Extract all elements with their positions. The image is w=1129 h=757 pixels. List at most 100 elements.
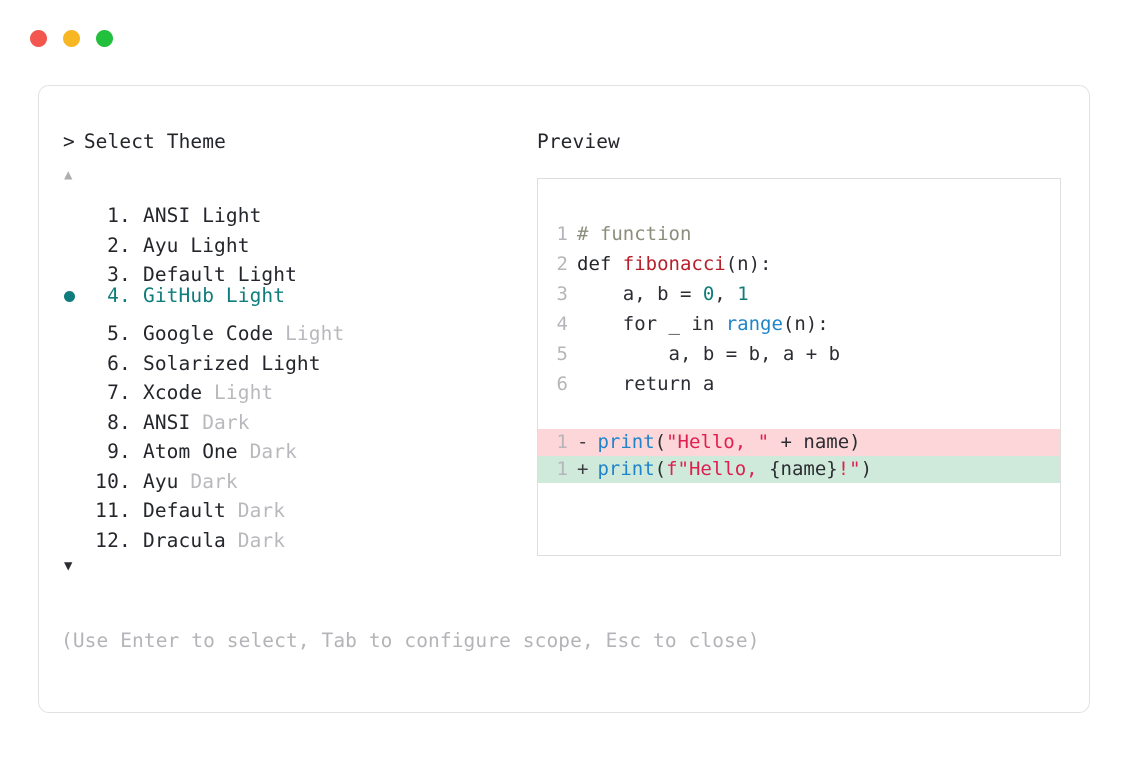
theme-item-variant: Light — [237, 263, 297, 286]
theme-item-variant: Light — [190, 233, 250, 257]
theme-list-item[interactable]: 6.Solarized Light — [63, 340, 533, 375]
theme-item-name: GitHub — [143, 284, 226, 307]
bullet-placeholder — [63, 429, 89, 459]
theme-item-index: 9. — [107, 440, 131, 463]
theme-list-item[interactable]: 11.Default Dark — [63, 488, 533, 522]
code-line-text: return a — [577, 369, 1060, 399]
minimize-window-dot[interactable] — [63, 30, 80, 47]
prompt-caret-icon: > — [63, 130, 75, 153]
prompt-title-text: Select Theme — [83, 130, 226, 153]
bullet-placeholder — [63, 458, 89, 488]
theme-item-name: ANSI — [143, 410, 203, 434]
theme-item-variant: Dark — [202, 410, 250, 434]
theme-item-index: 2. — [107, 233, 131, 257]
diff-line-text: print(f"Hello, {name}!") — [597, 454, 1060, 484]
code-line: 6 return a — [538, 369, 1060, 399]
code-line: 4 for _ in range(n): — [538, 309, 1060, 339]
code-token: !" — [837, 458, 861, 480]
theme-item-index: 4. — [107, 284, 131, 307]
scroll-down-arrow-icon[interactable]: ▼ — [64, 557, 73, 574]
keyboard-hint-text: (Use Enter to select, Tab to configure s… — [61, 629, 760, 652]
maximize-window-dot[interactable] — [96, 30, 113, 47]
bullet-placeholder — [63, 488, 89, 518]
theme-list-item[interactable]: 10. Ayu Dark — [63, 458, 533, 493]
code-line: 1# function — [538, 219, 1060, 249]
page-title: > Select Theme — [63, 132, 533, 152]
code-token: "Hello, " — [666, 431, 770, 453]
theme-item-index: 10. — [95, 469, 131, 493]
code-token: def — [577, 252, 623, 275]
theme-list-item[interactable]: 9. Atom One Dark — [63, 429, 533, 463]
theme-list-item[interactable]: 12.Dracula Dark — [63, 517, 533, 552]
bullet-placeholder — [63, 370, 89, 400]
scroll-up-arrow-icon[interactable]: ▲ — [64, 166, 73, 183]
theme-item-variant: Light — [202, 204, 262, 227]
theme-item-index: 5. — [107, 322, 131, 345]
theme-list-item[interactable]: 8. ANSI Dark — [63, 399, 533, 434]
bullet-placeholder — [63, 517, 89, 547]
theme-list-item[interactable]: 5.Google Code Light — [63, 311, 533, 345]
theme-item-index: 1. — [107, 204, 131, 227]
selected-bullet-icon — [63, 282, 89, 312]
code-line: 2 def fibonacci(n): — [538, 249, 1060, 279]
bullet-placeholder — [63, 252, 89, 282]
code-token: range — [725, 312, 783, 335]
code-token: (n): — [782, 312, 829, 335]
theme-item-name: Ayu — [143, 469, 191, 493]
code-token: ( — [654, 431, 667, 453]
theme-list-item[interactable]: 1.ANSI Light — [63, 193, 533, 227]
code-token: return a — [577, 372, 715, 395]
code-token: + name) — [769, 431, 861, 453]
diff-removed-line: 1-print("Hello, " + name) — [538, 427, 1060, 457]
code-line-text: a, b = 0, 1 — [577, 279, 1060, 309]
theme-list-item[interactable]: 7.Xcode Light — [63, 370, 533, 404]
code-token: fibonacci — [622, 252, 726, 275]
theme-list-item[interactable]: 3. Default Light — [63, 252, 533, 286]
diff-line-number: 1 — [556, 458, 568, 480]
code-line-number: 3 — [556, 282, 568, 305]
diff-line-text: print("Hello, " + name) — [597, 427, 1060, 457]
code-token: ) — [860, 458, 873, 480]
window-traffic-lights — [30, 30, 113, 47]
theme-item-index: 7. — [107, 381, 131, 404]
diff-line-number: 1 — [556, 431, 568, 453]
theme-item-name: Solarized — [143, 351, 262, 375]
theme-item-variant: Light — [285, 322, 345, 345]
close-window-dot[interactable] — [30, 30, 47, 47]
code-line-number: 6 — [556, 372, 568, 395]
code-token: (n): — [725, 252, 772, 275]
theme-item-name: Atom One — [143, 440, 250, 463]
code-line-text: def fibonacci(n): — [577, 249, 1060, 279]
theme-item-variant: Dark — [249, 440, 297, 463]
bullet-placeholder — [63, 193, 89, 223]
code-line-number: 2 — [556, 252, 568, 275]
theme-item-index: 3. — [107, 263, 131, 286]
theme-item-variant: Light — [225, 284, 286, 307]
theme-item-index: 11. — [95, 499, 131, 522]
theme-list-item[interactable]: 4. GitHub Light — [63, 281, 533, 311]
theme-item-name: Default — [143, 499, 238, 522]
code-token: for _ in — [577, 312, 726, 335]
code-token: print — [597, 458, 655, 480]
code-token: a, b = b, a + b — [577, 342, 841, 365]
code-token: ( — [654, 458, 667, 480]
code-token: f"Hello, — [666, 458, 770, 480]
theme-list-item[interactable]: 2. Ayu Light — [63, 222, 533, 257]
theme-item-variant: Dark — [190, 469, 238, 493]
theme-item-name: Ayu — [143, 233, 191, 257]
code-line-text: for _ in range(n): — [577, 309, 1060, 339]
code-line: 5 a, b = b, a + b — [538, 339, 1060, 369]
code-token: , — [714, 282, 738, 305]
preview-label: Preview — [537, 130, 620, 153]
theme-item-index: 8. — [107, 410, 131, 434]
bullet-placeholder — [63, 340, 89, 370]
code-token: a, b = — [577, 282, 703, 305]
theme-item-variant: Light — [261, 351, 321, 375]
selected-dot-icon — [64, 291, 75, 302]
bullet-placeholder — [63, 222, 89, 252]
theme-item-name: Default — [143, 263, 238, 286]
code-token: 1 — [737, 282, 749, 305]
